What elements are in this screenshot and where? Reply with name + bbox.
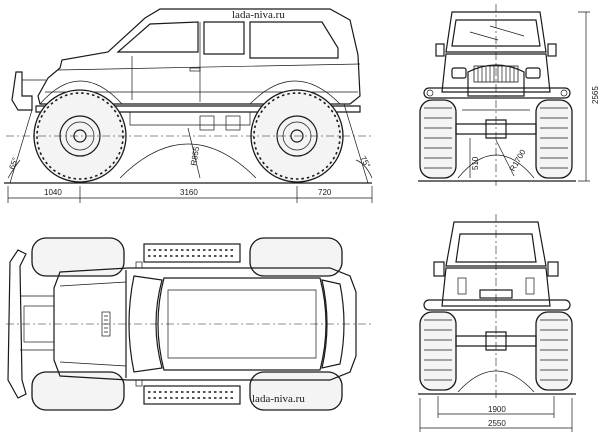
radius-label-side: R855 xyxy=(189,145,201,166)
top-step-right xyxy=(143,385,241,405)
top-rear-right-tyre xyxy=(249,371,343,411)
front-view xyxy=(418,4,590,186)
top-step-left xyxy=(143,243,241,263)
side-view xyxy=(4,8,373,203)
top-front-left-tyre xyxy=(31,237,125,277)
top-view xyxy=(6,237,372,411)
rear-window xyxy=(455,233,537,263)
dim-height: 2565 xyxy=(591,86,600,104)
rear-right-tyre xyxy=(535,311,573,391)
dim-width: 2550 xyxy=(488,419,506,428)
watermark-top: lada-niva.ru xyxy=(232,9,285,21)
front-left-tyre xyxy=(419,99,457,179)
side-front-window xyxy=(116,21,199,53)
top-body-outline xyxy=(53,267,357,381)
front-grille xyxy=(473,65,519,83)
front-right-tyre xyxy=(535,99,573,179)
dim-front-overhang: 1040 xyxy=(44,188,62,197)
dim-clearance: 510 xyxy=(471,156,480,170)
side-rear-window-1 xyxy=(203,21,245,55)
angle-departure: 75° xyxy=(358,155,372,170)
dim-wheelbase: 3160 xyxy=(180,188,198,197)
top-bullbar xyxy=(7,249,27,399)
top-roof xyxy=(157,277,327,371)
radius-label-front: R1700 xyxy=(508,148,528,173)
front-windshield xyxy=(451,19,541,47)
dim-track: 1900 xyxy=(488,405,506,414)
side-rear-window-2 xyxy=(249,21,339,59)
dim-rear-overhang: 720 xyxy=(318,188,332,197)
top-front-right-tyre xyxy=(31,371,125,411)
side-front-tyre xyxy=(33,89,127,183)
angle-approach: 65° xyxy=(7,156,20,170)
rear-view xyxy=(418,214,576,432)
top-rear-left-tyre xyxy=(249,237,343,277)
side-body-outline xyxy=(37,8,361,105)
side-winch xyxy=(11,71,33,111)
watermark-bottom: lada-niva.ru xyxy=(252,393,305,405)
rear-left-tyre xyxy=(419,311,457,391)
